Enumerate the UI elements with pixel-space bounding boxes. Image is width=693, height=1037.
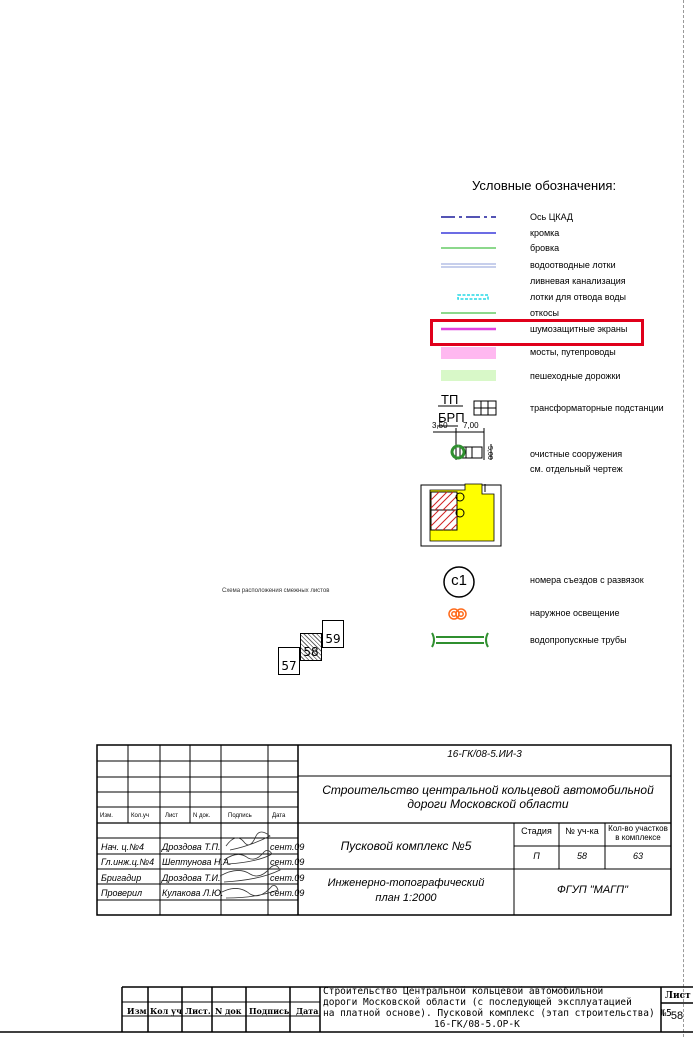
legend-label-see-drawing: см. отдельный чертеж [530,464,623,474]
sheet-58: 58 [300,633,322,661]
tb2-header-doc: N док [215,1006,242,1016]
col-header-sign: Подпись [228,813,252,819]
person-date: сент.09 [270,873,305,883]
person-name: Дроздова Т.И. [162,873,221,883]
legend-bridge-fill [441,347,496,359]
stage-value: П [533,851,540,861]
person-date: сент.09 [270,857,305,867]
tb2-desc-line-3: на платной основе). Пусковой комплекс (э… [323,1008,672,1019]
legend-label-slope: откосы [530,308,559,318]
col-header-list: Лист [165,813,179,819]
legend-walk-fill [441,370,496,381]
legend-label-brow: бровка [530,243,560,253]
tb2-header-sign: Подпись [249,1006,290,1016]
col-header-izm: Изм. [100,813,113,819]
col-header-kol: Кол.уч [131,813,149,819]
col-header-doc: N док. [193,813,211,819]
stamp-drawing: Инженерно-топографический план 1:2000 [327,877,485,904]
signatures [219,831,281,899]
legend-label-walk: пешеходные дорожки [530,371,621,381]
legend-label-tray: водоотводные лотки [530,260,616,270]
legend-title: Условные обозначения: [472,178,617,193]
person-role: Проверил [101,888,143,898]
legend-label-lighting: наружное освещение [530,608,620,618]
person-role: Нач. ц.№4 [101,842,144,852]
stamp-project: Строительство центральной кольцевой авто… [322,783,654,811]
legend-label-exit: номера съездов с развязок [530,575,644,585]
legend-label-treatment: очистные сооружения [530,449,623,459]
tb2-header-list: Лист. [185,1006,211,1016]
legend-separate-drawing-symbol [420,483,502,547]
stamp-org: ФГУП "МАГП" [556,884,629,896]
exit-number-label: с1 [451,572,467,589]
sections-count-value: 63 [632,851,643,861]
sections-count-header: Кол-во участков в комплексе [608,824,668,842]
tb2-desc-line-1: Строительство Центральной кольцевой авто… [323,986,604,997]
legend-label-water-tray: лотки для отвода воды [530,292,627,302]
tb2-sheet-number: 58 [670,1010,684,1022]
stage-header: Стадия [521,826,552,836]
stamp-code: 16-ГК/08-5.ИИ-3 [447,749,522,760]
legend-substation-symbol [433,400,497,460]
dim-b-label: 7,00 [463,421,479,430]
legend-label-substation: трансформаторные подстанции [530,403,664,413]
person-date: сент.09 [270,888,305,898]
section-header: № уч-ка [565,826,599,836]
sheet-59: 59 [322,620,344,648]
legend-label-culvert: водопропускные трубы [530,635,627,645]
legend-label-sewer: ливневая канализация [530,276,626,286]
person-role: Бригадир [101,873,142,883]
legend-culvert-symbol [431,632,489,648]
legend-label-edge: кромка [530,228,560,238]
col-header-date: Дата [272,813,286,819]
tb2-desc-line-2: дороги Московской области (с последующей… [323,997,632,1008]
tb2-header-date: Дата [296,1006,319,1016]
highlight-box [430,319,644,346]
legend-exit-circle [443,566,475,598]
person-name: Дроздова Т.П. [162,842,221,852]
legend-label-axis: Ось ЦКАД [530,212,573,222]
person-role: Гл.инж.ц.№4 [101,857,155,867]
legend-symbols [420,216,502,648]
person-name: Шептунова Н.А. [162,857,232,867]
legend-label-bridge: мосты, путепроводы [530,347,616,357]
legend-label-noise: шумозащитные экраны [530,324,628,334]
sheet-57: 57 [278,647,300,675]
legend-lighting-symbol [448,608,467,620]
person-date: сент.09 [270,842,305,852]
sheet-boundary-line [683,0,685,1037]
tb2-header-kol: Кол уч [150,1006,183,1016]
section-value: 58 [576,851,587,861]
tb2-sheet-label: Лист [665,991,691,1001]
tp-label: ТП [441,392,459,407]
tb2-code: 16-ГК/08-5.ОР-К [434,1019,520,1030]
tb2-header-izm: Изм [127,1006,147,1016]
person-name: Кулакова Л.Ю. [162,888,224,898]
dim-a-label: 3,50 [432,421,448,430]
brp-label: БРП [438,410,465,425]
legend-water-tray [457,294,489,300]
stamp-complex: Пусковой комплекс №5 [340,839,472,853]
scheme-caption: Схема расположения смежных листов [222,588,330,594]
legend-treatment-symbol [450,444,483,460]
